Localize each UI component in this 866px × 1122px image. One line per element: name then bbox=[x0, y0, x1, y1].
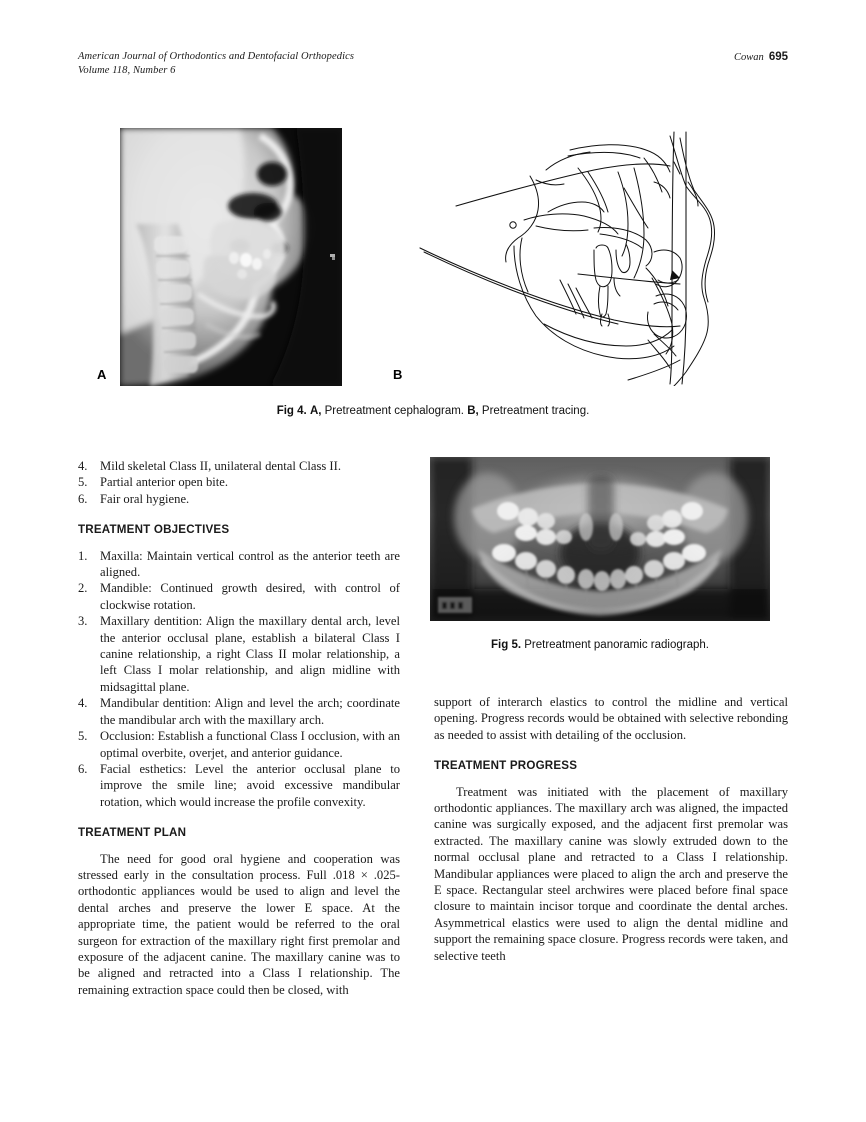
running-head-journal: American Journal of Orthodontics and Den… bbox=[78, 50, 354, 78]
treatment-plan-heading: TREATMENT PLAN bbox=[78, 826, 187, 840]
list-item-number: 5. bbox=[78, 729, 88, 744]
list-item-number: 1. bbox=[78, 548, 88, 563]
list-item: 1. Maxilla: Maintain vertical control as… bbox=[78, 548, 400, 581]
figure-panel-a-letter: A bbox=[97, 367, 107, 382]
figure-4-panel-a-label: A, bbox=[309, 405, 322, 417]
author-name: Cowan bbox=[734, 52, 764, 63]
list-item: 6. Fair oral hygiene. bbox=[78, 491, 400, 507]
figure-5-caption: Fig 5. Pretreatment panoramic radiograph… bbox=[424, 639, 776, 651]
figure-4-label: Fig 4. bbox=[276, 405, 307, 417]
figure-4-row: A bbox=[78, 128, 788, 390]
list-item-number: 6. bbox=[78, 491, 88, 506]
list-item: 4. Mild skeletal Class II, unilateral de… bbox=[78, 458, 400, 474]
treatment-plan-paragraph: The need for good oral hygiene and coope… bbox=[78, 851, 400, 997]
list-item-text: Mandibular dentition: Align and level th… bbox=[100, 696, 400, 727]
continued-paragraph: support of interarch elastics to control… bbox=[434, 695, 788, 742]
list-item-number: 6. bbox=[78, 761, 88, 776]
cephalometric-tracing-line-drawing bbox=[418, 128, 788, 386]
figure-5-caption-text: Pretreatment panoramic radiograph. bbox=[524, 639, 709, 651]
treatment-progress-paragraph: Treatment was initiated with the placeme… bbox=[434, 784, 788, 963]
list-item-text: Fair oral hygiene. bbox=[100, 491, 190, 506]
journal-volume-issue: Volume 118, Number 6 bbox=[78, 65, 176, 76]
journal-title: American Journal of Orthodontics and Den… bbox=[78, 51, 355, 62]
figure-4-panel-a-text: Pretreatment cephalogram. bbox=[324, 405, 464, 417]
list-item-text: Maxillary dentition: Align the maxillary… bbox=[100, 614, 400, 694]
list-item-number: 4. bbox=[78, 696, 88, 711]
list-item: 3. Maxillary dentition: Align the maxill… bbox=[78, 613, 400, 695]
list-item-text: Maxilla: Maintain vertical control as th… bbox=[100, 548, 400, 580]
pretreatment-panoramic-image bbox=[430, 457, 770, 621]
list-item: 6. Facial esthetics: Level the anterior … bbox=[78, 761, 400, 810]
lateral-cephalogram-radiograph bbox=[120, 128, 342, 386]
figure-4-caption: Fig 4. A, Pretreatment cephalogram. B, P… bbox=[78, 405, 788, 417]
panoramic-dental-radiograph bbox=[430, 457, 770, 621]
list-item: 5. Partial anterior open bite. bbox=[78, 474, 400, 490]
page-number: 695 bbox=[768, 51, 788, 63]
list-item-text: Mild skeletal Class II, unilateral denta… bbox=[100, 459, 341, 473]
list-item-text: Facial esthetics: Level the anterior occ… bbox=[100, 761, 400, 809]
treatment-objectives-heading: TREATMENT OBJECTIVES bbox=[78, 523, 230, 537]
list-item: 4. Mandibular dentition: Align and level… bbox=[78, 695, 400, 728]
pretreatment-tracing-image bbox=[418, 128, 788, 386]
left-text-column: 4. Mild skeletal Class II, unilateral de… bbox=[78, 458, 400, 998]
treatment-objectives-list: 1. Maxilla: Maintain vertical control as… bbox=[78, 548, 400, 811]
list-item: 5. Occlusion: Establish a functional Cla… bbox=[78, 728, 400, 761]
right-text-column: support of interarch elastics to control… bbox=[434, 694, 788, 964]
figure-5-label: Fig 5. bbox=[491, 639, 522, 651]
running-head: American Journal of Orthodontics and Den… bbox=[78, 50, 788, 84]
figure-4-panel-b-text: Pretreatment tracing. bbox=[481, 405, 590, 417]
running-head-folio: Cowan 695 bbox=[734, 50, 788, 65]
list-item-text: Mandible: Continued growth desired, with… bbox=[100, 581, 400, 612]
list-item-number: 5. bbox=[78, 475, 88, 490]
list-item-number: 2. bbox=[78, 581, 88, 596]
list-item-number: 3. bbox=[78, 614, 88, 629]
list-item: 2. Mandible: Continued growth desired, w… bbox=[78, 580, 400, 613]
list-item-text: Occlusion: Establish a functional Class … bbox=[100, 729, 400, 760]
figure-panel-b-letter: B bbox=[393, 367, 403, 382]
diagnosis-list: 4. Mild skeletal Class II, unilateral de… bbox=[78, 458, 400, 507]
treatment-progress-heading: TREATMENT PROGRESS bbox=[434, 759, 578, 773]
list-item-text: Partial anterior open bite. bbox=[100, 475, 228, 490]
pretreatment-cephalogram-image bbox=[120, 128, 342, 386]
list-item-number: 4. bbox=[78, 459, 88, 473]
figure-4-panel-b-label: B, bbox=[467, 405, 479, 417]
